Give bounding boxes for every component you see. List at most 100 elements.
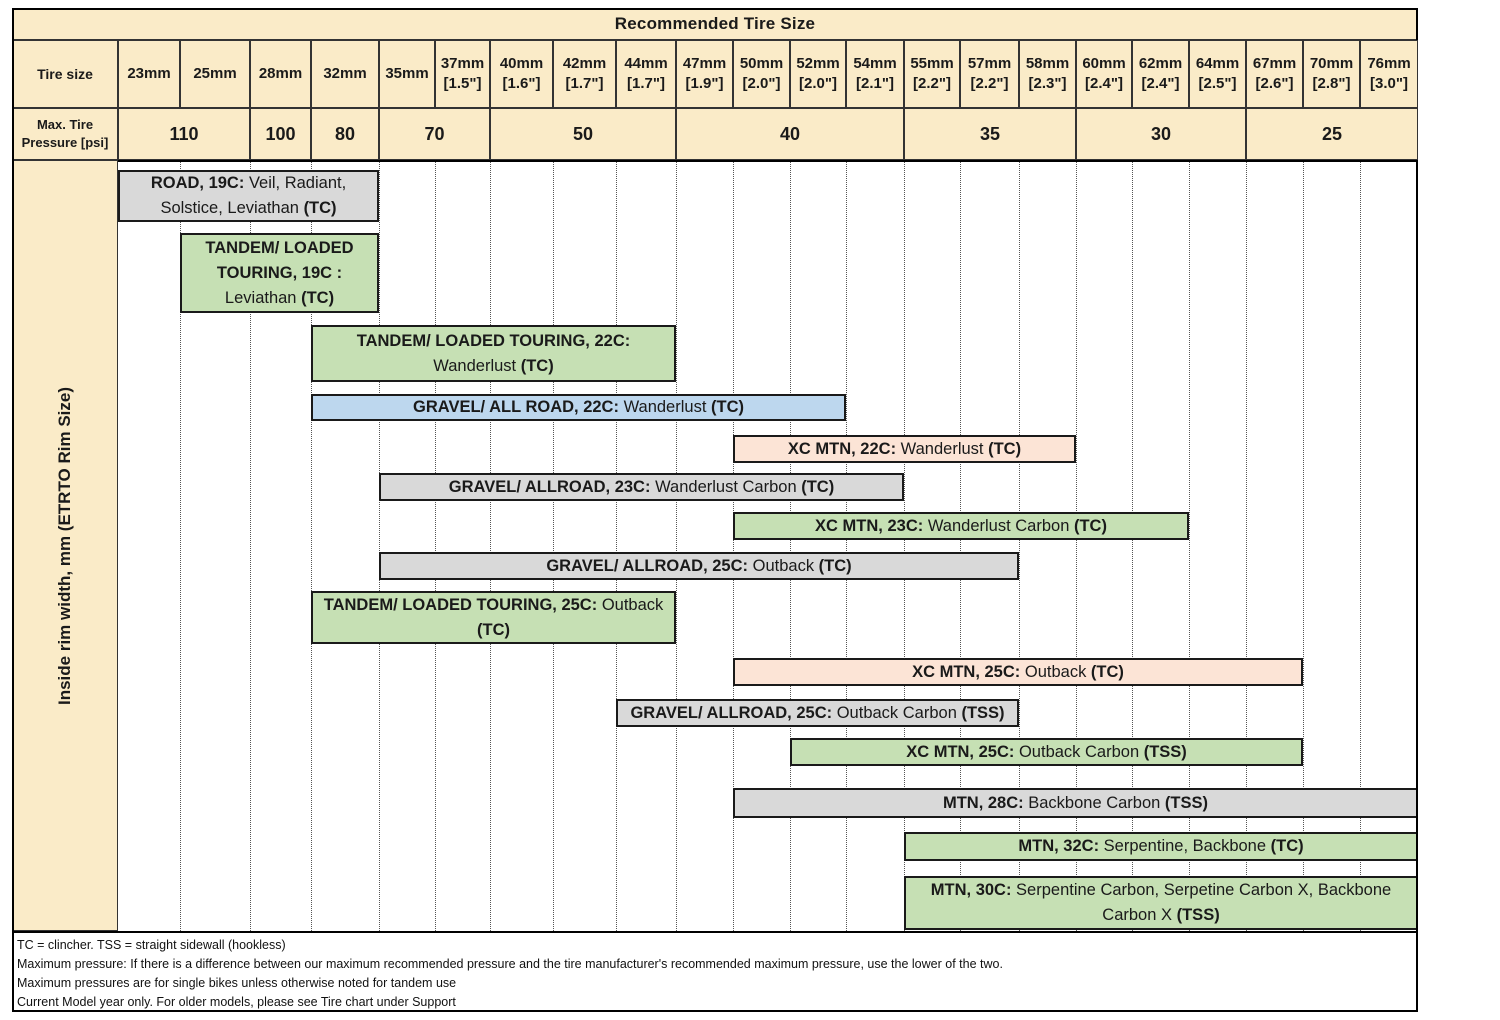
footnote-3: Maximum pressures are for single bikes u… (17, 976, 457, 990)
max-pressure-cell-70psi: 70 (379, 108, 490, 160)
bar-models: Outback Carbon (1018, 742, 1140, 761)
tire-size-mm: 58mm (1025, 54, 1070, 72)
bar-text: XC MTN, 25C: Outback (TC) (912, 660, 1124, 685)
bar-category: XC MTN, 25C: (906, 742, 1015, 761)
bar-models: Wanderlust Carbon (655, 477, 797, 496)
max-pressure-row-header: Max. Tire Pressure [psi] (12, 108, 118, 160)
tire-size-col-header-64mm: 64mm [2.5"] (1189, 40, 1246, 108)
tire-size-col-header-44mm: 44mm [1.7"] (616, 40, 676, 108)
tire-size-col-header-50mm: 50mm [2.0"] (733, 40, 790, 108)
bar-12-xc-mtn-25c: XC MTN, 25C: Outback Carbon (TSS) (790, 738, 1303, 766)
tire-size-mm: 35mm (385, 64, 429, 82)
bar-text: MTN, 32C: Serpentine, Backbone (TC) (1018, 834, 1303, 859)
tire-size-inches: [2.0"] (742, 75, 781, 92)
footnotes-section: TC = clincher. TSS = straight sidewall (… (12, 931, 1418, 1012)
tire-size-col-header-62mm: 62mm [2.4"] (1132, 40, 1189, 108)
tire-size-inches: [2.2"] (913, 75, 951, 92)
bar-models: Leviathan (224, 288, 297, 307)
footnote-2: Maximum pressure: If there is a differen… (17, 957, 1003, 971)
bar-models: Outback (752, 556, 815, 575)
bar-5-xc-mtn-22c: XC MTN, 22C: Wanderlust (TC) (733, 435, 1076, 463)
tire-size-mm: 67mm (1252, 54, 1297, 72)
bar-tag: (TC) (988, 439, 1022, 458)
column-gridline (1246, 162, 1247, 931)
bar-models: Serpentine Carbon, Serpetine Carbon X, B… (1016, 881, 1392, 924)
tire-size-col-header-42mm: 42mm[1.7"] (553, 40, 616, 108)
bar-category: TANDEM/ LOADED TOURING, 25C: (323, 595, 598, 614)
tire-size-col-header-40mm: 40mm[1.6"] (490, 40, 553, 108)
tire-size-mm: 64mm (1195, 54, 1240, 72)
bar-category: GRAVEL/ ALLROAD, 25C: (630, 703, 833, 722)
tire-size-mm: 32mm (323, 64, 367, 82)
tire-size-mm: 50mm (739, 54, 784, 72)
tire-size-mm: 25mm (193, 64, 237, 82)
tire-size-inches: [2.5"] (1198, 75, 1237, 92)
bar-category: GRAVEL/ ALLROAD, 25C: (546, 556, 749, 575)
y-axis-label: Inside rim width, mm (ETRTO Rim Size) (55, 386, 75, 705)
max-pressure-cell-30psi: 30 (1076, 108, 1246, 160)
bar-8-gravel-allroad-25c: GRAVEL/ ALLROAD, 25C: Outback (TC) (379, 552, 1019, 580)
tire-size-col-header-67mm: 67mm[2.6"] (1246, 40, 1303, 108)
max-pressure-value: 50 (572, 123, 594, 144)
bar-text: TANDEM/ LOADED TOURING, 19C : Leviathan … (188, 236, 371, 311)
tire-size-inches: [3.0"] (1370, 75, 1408, 92)
bar-text: GRAVEL/ ALL ROAD, 22C: Wanderlust (TC) (413, 395, 744, 420)
max-pressure-row-header-line1: Max. Tire (36, 117, 94, 133)
tire-size-mm: 52mm (796, 54, 840, 72)
footnote-1: TC = clincher. TSS = straight sidewall (… (17, 938, 286, 952)
tire-size-inches: [2.4"] (1141, 75, 1180, 92)
bar-category: TANDEM/ LOADED TOURING, 22C: (356, 331, 631, 350)
bar-text: GRAVEL/ ALLROAD, 25C: Outback Carbon (TS… (630, 701, 1004, 726)
column-gridline (379, 162, 380, 931)
bar-9-tandem-loaded-touring-25c: TANDEM/ LOADED TOURING, 25C: Outback (TC… (311, 591, 676, 644)
column-gridline (1189, 162, 1190, 931)
column-gridline (311, 162, 312, 931)
max-pressure-cell-110psi: 110 (118, 108, 250, 160)
bar-models: Outback (1024, 662, 1087, 681)
bar-tag: (TSS) (1164, 793, 1209, 812)
bar-text: XC MTN, 25C: Outback Carbon (TSS) (906, 740, 1187, 765)
bar-models: Backbone Carbon (1028, 793, 1161, 812)
tire-size-mm: 28mm (258, 64, 303, 82)
tire-size-mm: 40mm (499, 54, 544, 72)
bar-tag: (TC) (301, 288, 335, 307)
tire-size-mm: 44mm (624, 54, 668, 72)
bar-models: Wanderlust (900, 439, 984, 458)
bar-text: MTN, 30C: Serpentine Carbon, Serpetine C… (912, 878, 1410, 928)
bar-category: MTN, 32C: (1018, 837, 1100, 855)
bar-category: TANDEM/ LOADED TOURING, 19C : (205, 238, 354, 282)
column-gridline (1019, 162, 1020, 931)
bar-category: XC MTN, 23C: (815, 516, 924, 535)
bar-tag: (TC) (303, 199, 337, 217)
bar-category: GRAVEL/ ALLROAD, 23C: (448, 477, 651, 496)
tire-size-mm: 55mm (910, 54, 954, 72)
tire-size-inches: [2.1"] (856, 75, 894, 92)
bar-7-xc-mtn-23c: XC MTN, 23C: Wanderlust Carbon (TC) (733, 512, 1189, 540)
y-axis-label-cell: Inside rim width, mm (ETRTO Rim Size) (12, 160, 118, 931)
tire-size-mm: 62mm (1138, 54, 1183, 72)
max-pressure-value: 70 (424, 123, 445, 144)
bar-tag: (TC) (801, 477, 835, 496)
tire-size-mm: 42mm (562, 54, 607, 72)
bar-11-gravel-allroad-25c: GRAVEL/ ALLROAD, 25C: Outback Carbon (TS… (616, 699, 1019, 727)
bar-models: Serpentine, Backbone (1103, 837, 1267, 855)
column-gridline (553, 162, 554, 931)
bar-6-gravel-allroad-23c: GRAVEL/ ALLROAD, 23C: Wanderlust Carbon … (379, 473, 904, 501)
bar-text: GRAVEL/ ALLROAD, 25C: Outback (TC) (546, 554, 851, 579)
max-pressure-value: 100 (265, 123, 296, 144)
tire-size-col-header-57mm: 57mm[2.2"] (960, 40, 1019, 108)
tire-size-inches: [1.7"] (627, 75, 665, 92)
max-pressure-cell-40psi: 40 (676, 108, 904, 160)
tire-size-mm: 70mm (1309, 54, 1354, 72)
column-gridline (846, 162, 847, 931)
bar-1-road-19c: ROAD, 19C: Veil, Radiant, Solstice, Levi… (118, 170, 379, 222)
tire-size-mm: 76mm (1367, 54, 1411, 72)
column-gridline (1076, 162, 1077, 931)
column-gridline (1303, 162, 1304, 931)
tire-size-inches: [2.0"] (799, 75, 837, 92)
column-gridline (490, 162, 491, 931)
column-gridline (676, 162, 677, 931)
column-gridline (960, 162, 961, 931)
tire-size-col-header-52mm: 52mm [2.0"] (790, 40, 846, 108)
